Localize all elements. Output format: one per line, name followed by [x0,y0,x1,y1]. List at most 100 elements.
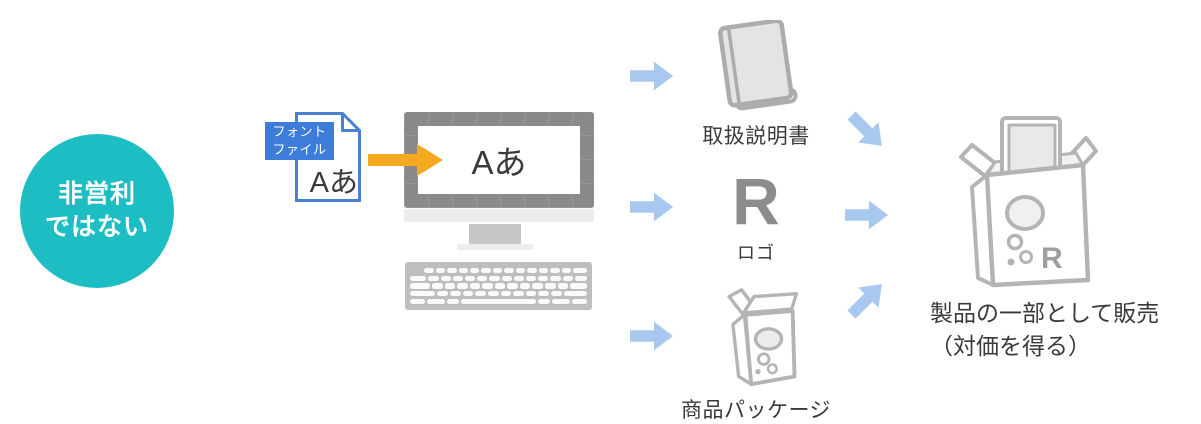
keyboard-key [513,291,524,297]
keyboard-key [487,291,499,297]
keyboard-key [550,268,560,274]
keyboard-key [482,283,493,289]
output-package: 商品パッケージ [676,285,836,424]
monitor-screen: Aあ [418,126,580,194]
product-caption-line-2: （対価を得る） [930,333,1091,359]
keyboard-key [464,275,476,281]
package-label: 商品パッケージ [680,399,832,422]
arrow-to-manual-icon [630,60,674,92]
keyboard-key [519,283,531,289]
keyboard-key [410,291,436,297]
keyboard-row [410,275,588,281]
keyboard-key [410,275,427,281]
product-box-logo-glyph: R [1041,242,1063,275]
keyboard-key [501,275,512,281]
manual-book-icon [717,18,798,111]
keyboard-key [507,283,518,289]
product-caption: 製品の一部として販売 （対価を得る） [930,297,1159,363]
keyboard-key [561,268,571,274]
keyboard-key [544,283,556,289]
monitor-chin [404,209,594,222]
keyboard-key [538,268,549,274]
keyboard-key [470,268,480,274]
non-profit-badge: 非営利 ではない [20,134,174,288]
install-arrow-icon [368,142,444,183]
keyboard-key [481,268,491,274]
keyboard-row [410,268,588,274]
keyboard-key [525,275,537,281]
keyboard-key [450,291,461,297]
keyboard-key [462,291,474,297]
product-caption-line-1: 製品の一部として販売 [930,300,1160,326]
arrow-to-logo-icon [630,191,674,223]
keyboard-key [458,268,469,274]
keyboard-key [551,298,570,305]
monitor-stand [469,224,521,244]
keyboard-key [562,275,573,281]
font-file-label-line-1: フォント [272,124,327,139]
keyboard-key [427,298,446,305]
keyboard-row [410,298,587,305]
monitor-base [457,244,533,250]
keyboard-row [410,291,587,297]
badge-line-2: ではない [44,213,149,241]
keyboard-key [563,291,587,297]
keyboard-key [424,268,434,274]
keyboard-key [440,275,451,281]
keyboard-key [452,275,463,281]
keyboard-key [550,291,562,297]
keyboard-key [447,268,457,274]
keyboard-key [428,275,439,281]
product-box-icon: R [959,116,1098,288]
keyboard-key [477,275,488,281]
keyboard-key [550,275,561,281]
output-logo: R ロゴ [676,164,836,265]
keyboard-key [572,298,587,305]
keyboard-key [515,268,526,274]
keyboard-key [410,283,431,289]
keyboard [405,262,592,310]
manual-label: 取扱説明書 [702,125,810,148]
keyboard-key [538,275,549,281]
arrow-manual-to-product-icon [840,104,894,158]
package-box-icon [727,288,799,387]
keyboard-key [475,291,486,297]
badge-line-1: 非営利 [57,180,136,208]
font-file-icon: フォント ファイル Aあ [265,112,361,202]
keyboard-key [457,283,468,289]
keyboard-key [444,283,456,289]
computer-monitor: Aあ [404,112,594,208]
screen-sample-text: Aあ [471,144,527,181]
keyboard-key [447,298,459,305]
arrow-logo-to-product-icon [845,199,889,231]
font-file-label-line-2: ファイル [272,142,327,157]
keyboard-key [469,283,481,289]
arrow-to-package-icon [630,320,674,352]
keyboard-key [513,275,524,281]
arrow-package-to-product-icon [840,272,894,326]
logo-r-glyph: R [732,164,780,238]
keyboard-key [527,268,537,274]
keyboard-key [492,268,503,274]
keyboard-key [538,291,549,297]
keyboard-key [557,283,569,289]
keyboard-key [432,283,443,289]
logo-label: ロゴ [737,243,775,263]
keyboard-key [500,291,512,297]
keyboard-key [570,283,587,289]
keyboard-key [489,275,500,281]
output-manual: 取扱説明書 [676,18,836,150]
keyboard-key [525,291,537,297]
keyboard-key [410,298,425,305]
keyboard-key [532,283,543,289]
keyboard-key [435,268,446,274]
keyboard-key [437,291,449,297]
keyboard-row [410,283,587,289]
keyboard-key [572,268,588,274]
keyboard-key [538,298,550,305]
font-sample-text: Aあ [309,167,358,199]
keyboard-key [410,268,422,273]
keyboard-key [504,268,514,274]
keyboard-key [494,283,506,289]
